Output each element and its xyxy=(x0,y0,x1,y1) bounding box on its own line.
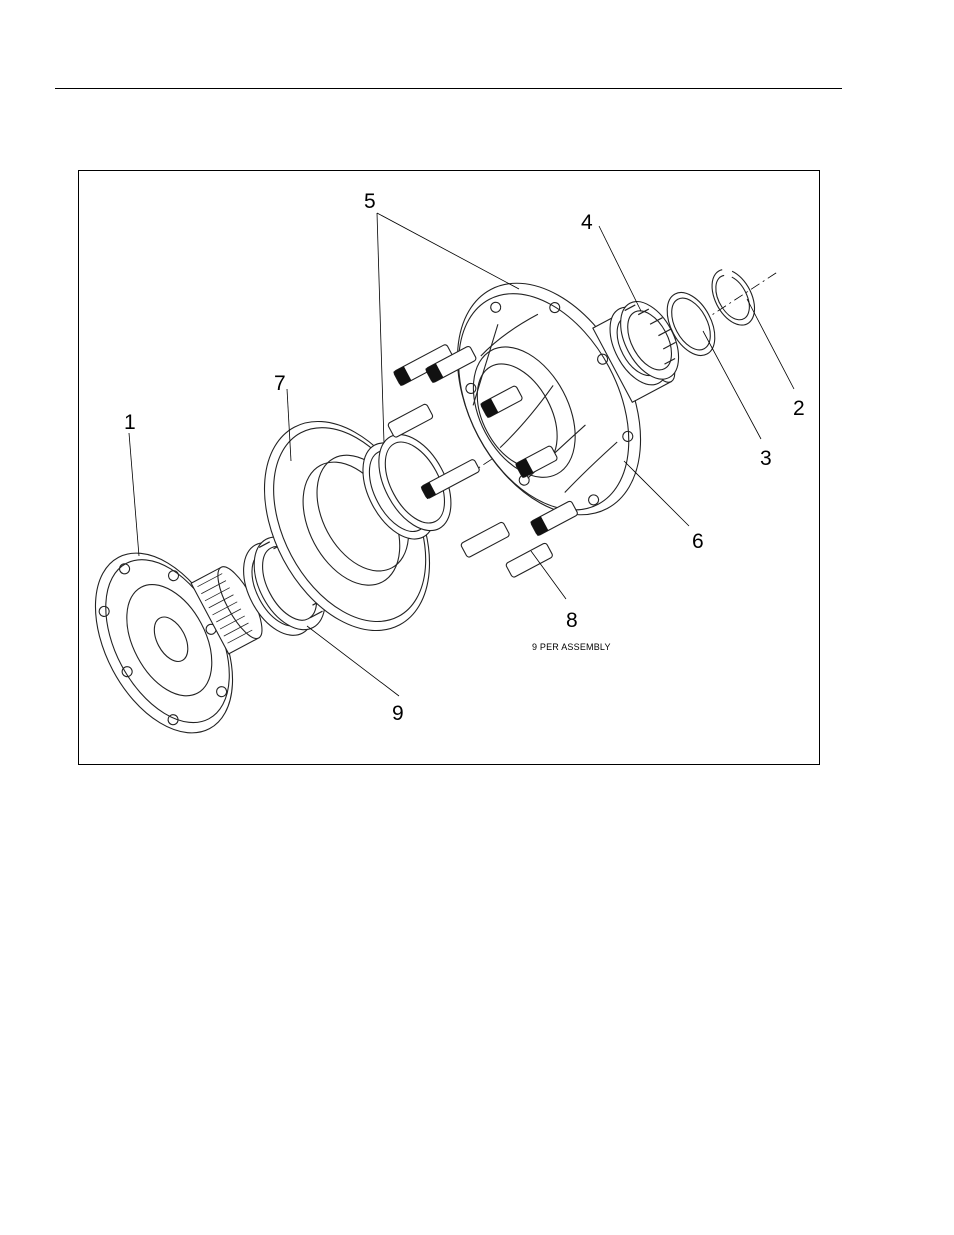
callout-5: 5 xyxy=(364,190,376,213)
leader-line-2 xyxy=(747,299,794,389)
callout-2: 2 xyxy=(793,397,805,420)
callout-4: 4 xyxy=(581,211,593,234)
leader-line-5b xyxy=(377,213,519,289)
leader-line-5a xyxy=(377,213,384,443)
leader-line-3 xyxy=(703,331,761,439)
callout-7: 7 xyxy=(274,372,286,395)
stud-quantity-note: 9 PER ASSEMBLY xyxy=(532,642,611,652)
leader-line-6 xyxy=(624,461,689,526)
callout-9: 9 xyxy=(392,702,404,725)
callout-8: 8 xyxy=(566,609,578,632)
callout-1: 1 xyxy=(124,411,136,434)
header-rule xyxy=(55,88,842,89)
callout-6: 6 xyxy=(692,530,704,553)
figure-frame: 1 2 3 4 5 6 7 8 9 9 PER ASSEMBLY xyxy=(78,170,820,765)
exploded-hub-diagram: 1 2 3 4 5 6 7 8 9 9 PER ASSEMBLY xyxy=(79,171,821,766)
main-hub-part xyxy=(420,228,722,546)
callout-3: 3 xyxy=(760,447,772,470)
leader-line-1 xyxy=(129,433,139,556)
leader-line-4 xyxy=(599,226,641,311)
leader-line-9 xyxy=(307,626,399,696)
